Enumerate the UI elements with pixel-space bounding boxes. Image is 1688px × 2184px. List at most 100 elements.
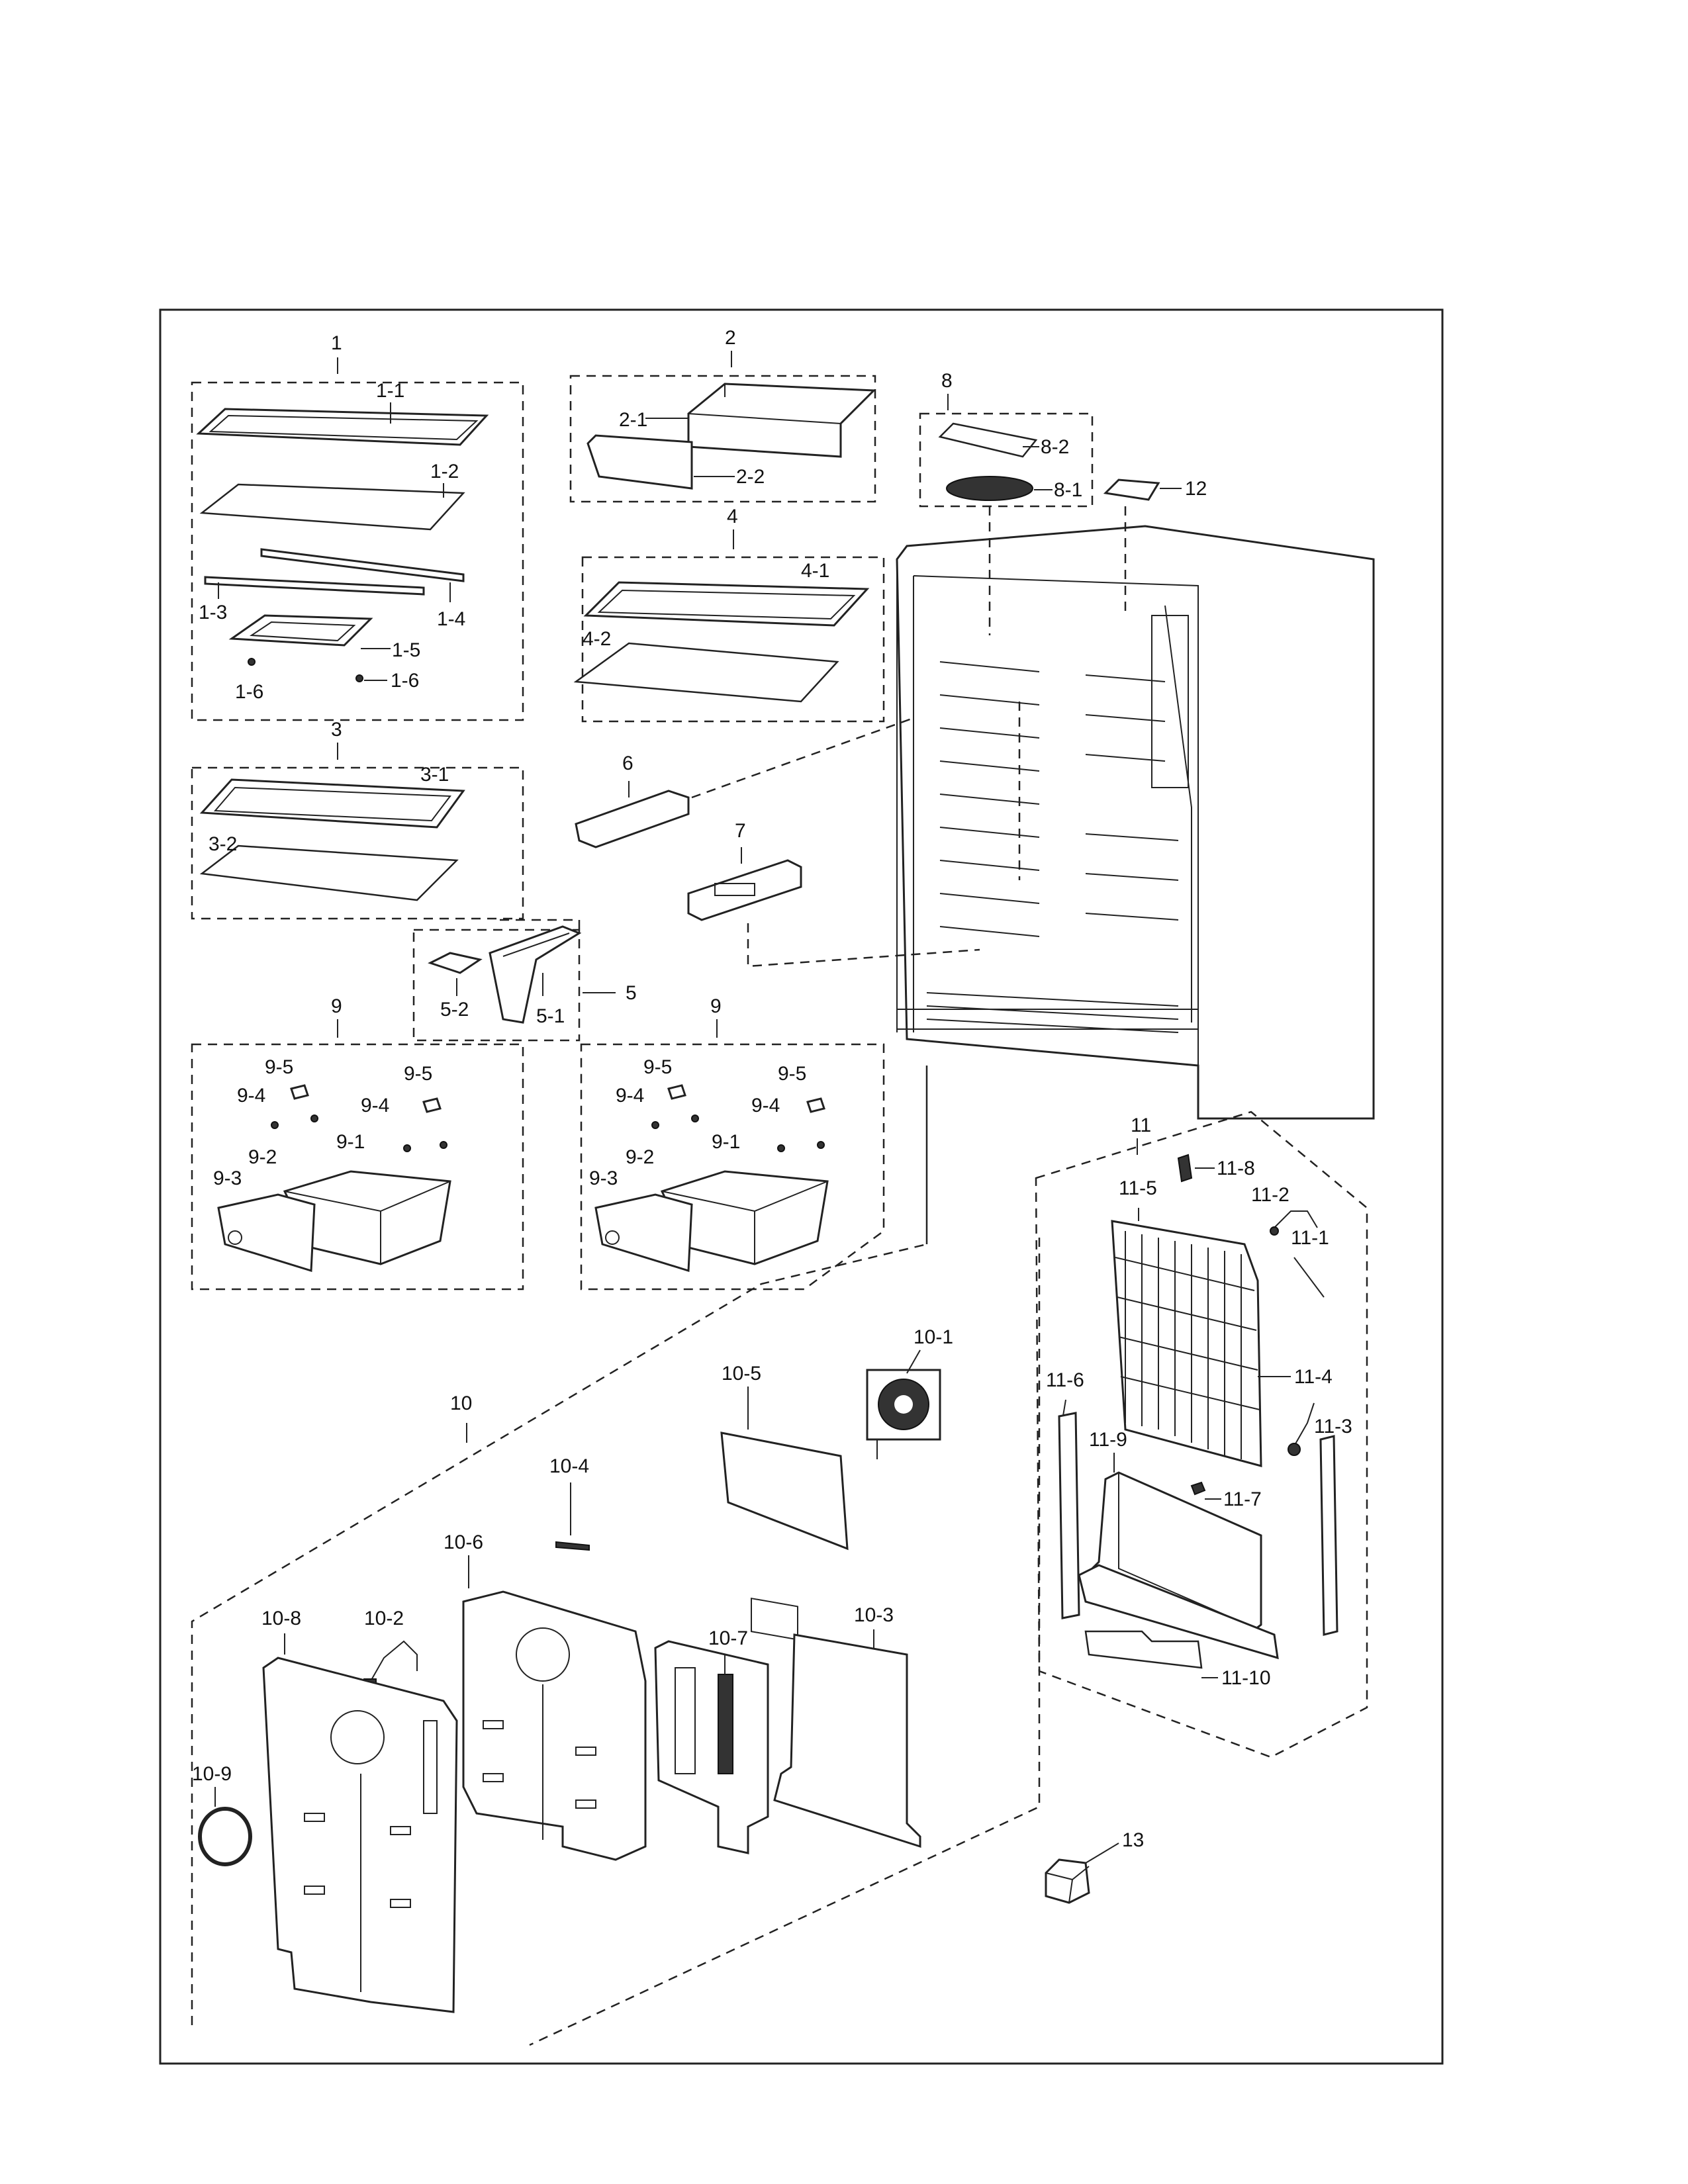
cover-5-2 bbox=[428, 952, 483, 974]
callout-10-7: 10-7 bbox=[708, 1627, 748, 1649]
wire-harness-10-2 bbox=[370, 1640, 418, 1682]
callout-5-2: 5-2 bbox=[440, 999, 469, 1021]
callout-5-1: 5-1 bbox=[536, 1005, 565, 1027]
callout-9-4-b-left: 9-4 bbox=[361, 1095, 389, 1116]
sensor-11-2 bbox=[1274, 1210, 1318, 1228]
callout-9-5-b-right: 9-5 bbox=[778, 1063, 806, 1085]
callout-1-5: 1-5 bbox=[392, 639, 420, 661]
callout-10-8: 10-8 bbox=[261, 1608, 301, 1629]
drawer-front-2-2 bbox=[586, 434, 693, 490]
fuse-11-3 bbox=[1293, 1402, 1315, 1447]
shelf-glass-3-2 bbox=[199, 844, 459, 901]
group-9-drawer-left: 9 9-5 9-4 9-5 9-4 9-2 9-1 9-3 bbox=[191, 995, 524, 1291]
callout-8: 8 bbox=[941, 370, 953, 392]
callout-2-1: 2-1 bbox=[619, 409, 647, 431]
part-13-cap: 13 bbox=[1045, 1829, 1144, 1904]
callout-10-4: 10-4 bbox=[549, 1455, 589, 1477]
callout-1-6-right: 1-6 bbox=[391, 670, 419, 692]
part-6-cover: 6 bbox=[575, 752, 690, 848]
shelf-frame-4-1 bbox=[583, 581, 870, 627]
shelf-glass-1-2 bbox=[199, 483, 465, 531]
callout-11-4: 11-4 bbox=[1294, 1366, 1333, 1388]
clip-11-7 bbox=[1190, 1481, 1206, 1496]
callout-12: 12 bbox=[1185, 478, 1207, 500]
callout-11-10: 11-10 bbox=[1221, 1667, 1271, 1689]
callout-10-3: 10-3 bbox=[854, 1604, 894, 1626]
shelf-frame-3-1 bbox=[199, 778, 465, 829]
callout-10-2: 10-2 bbox=[364, 1608, 404, 1629]
shelf-bracket-1-5 bbox=[228, 614, 373, 647]
bracket-5-1 bbox=[489, 925, 582, 1024]
group-10-evaporator-cover-assembly: 10 10-1 10-5 10-4 10-6 bbox=[191, 1066, 1041, 2046]
callout-11-1: 11-1 bbox=[1291, 1227, 1329, 1249]
callout-9-1-left: 9-1 bbox=[336, 1131, 365, 1153]
callout-3-2: 3-2 bbox=[209, 833, 237, 855]
cover-plate-10-5 bbox=[720, 1432, 849, 1551]
callout-10-5: 10-5 bbox=[722, 1363, 761, 1385]
callout-9-4-a-right: 9-4 bbox=[616, 1085, 644, 1107]
callout-9-5-a-right: 9-5 bbox=[643, 1056, 672, 1078]
callout-10: 10 bbox=[450, 1392, 472, 1414]
callout-13: 13 bbox=[1122, 1829, 1144, 1851]
callout-9-4-b-right: 9-4 bbox=[751, 1095, 780, 1116]
ring-gasket-10-9 bbox=[198, 1807, 252, 1866]
lamp-cover-8-1 bbox=[946, 476, 1033, 501]
callout-7: 7 bbox=[735, 820, 746, 842]
callout-9-5-a-left: 9-5 bbox=[265, 1056, 293, 1078]
group-5-bracket-assembly: 5-2 5-1 5 bbox=[412, 919, 637, 1042]
callout-8-2: 8-2 bbox=[1041, 436, 1069, 458]
group-4-shelf: 4 4-1 4-2 bbox=[573, 506, 885, 723]
clip-11-8 bbox=[1177, 1154, 1193, 1183]
evaporator-coil-11-4 bbox=[1111, 1220, 1262, 1467]
diagram-frame bbox=[159, 308, 1444, 2065]
callout-1-6-left: 1-6 bbox=[235, 681, 263, 703]
heater-rod-11-1 bbox=[1293, 1257, 1325, 1298]
callout-4-1: 4-1 bbox=[801, 560, 829, 582]
drain-tray-11-9 bbox=[1078, 1471, 1279, 1660]
callout-1-2: 1-2 bbox=[430, 461, 459, 482]
shelf-frame-1-1 bbox=[196, 408, 489, 446]
group-11-evaporator-assembly: 11 11-4 11-5 11-8 11-2 11-1 11 bbox=[1035, 1111, 1368, 1758]
insulation-11-10 bbox=[1084, 1630, 1203, 1669]
shelf-rail-1-4 bbox=[260, 548, 465, 582]
drawer-front-9-2-left bbox=[217, 1193, 316, 1273]
group-3-shelf: 3 3-1 3-2 bbox=[191, 719, 524, 920]
callout-2-2: 2-2 bbox=[736, 466, 765, 488]
callout-11-2: 11-2 bbox=[1251, 1184, 1289, 1206]
callout-10-9: 10-9 bbox=[192, 1763, 232, 1785]
callout-9-3-right: 9-3 bbox=[589, 1167, 618, 1189]
callout-5: 5 bbox=[626, 982, 637, 1004]
callout-9-4-a-left: 9-4 bbox=[237, 1085, 265, 1107]
refrigerator-cabinet bbox=[896, 525, 1375, 1120]
fan-motor-10-1 bbox=[866, 1369, 941, 1459]
callout-2: 2 bbox=[725, 327, 736, 349]
callout-9-5-b-left: 9-5 bbox=[404, 1063, 432, 1085]
callout-11-9: 11-9 bbox=[1089, 1429, 1127, 1451]
callout-4-2: 4-2 bbox=[583, 628, 611, 650]
callout-4: 4 bbox=[727, 506, 738, 527]
callout-9-2-right: 9-2 bbox=[626, 1146, 654, 1168]
callout-9-right: 9 bbox=[710, 995, 722, 1017]
lamp-lens-8-2 bbox=[938, 422, 1038, 458]
callout-9-left: 9 bbox=[331, 995, 342, 1017]
screw-1-6-right bbox=[355, 674, 363, 682]
callout-9-3-left: 9-3 bbox=[213, 1167, 242, 1189]
guide-lines bbox=[691, 506, 1127, 968]
callout-1-1: 1-1 bbox=[376, 380, 404, 402]
part-7-cover: 7 bbox=[687, 820, 802, 921]
callout-10-1: 10-1 bbox=[914, 1326, 953, 1348]
callout-11: 11 bbox=[1131, 1115, 1151, 1136]
group-8-lamp-cover: 8 8-2 8-1 bbox=[919, 370, 1094, 508]
insulation-10-7 bbox=[654, 1640, 769, 1854]
callout-1-4: 1-4 bbox=[437, 608, 465, 630]
callout-3: 3 bbox=[331, 719, 342, 741]
callout-6: 6 bbox=[622, 752, 633, 774]
callout-11-7: 11-7 bbox=[1223, 1488, 1262, 1510]
inner-cover-10-6 bbox=[462, 1590, 647, 1861]
callout-11-6: 11-6 bbox=[1046, 1369, 1084, 1391]
front-cover-10-8 bbox=[262, 1657, 458, 2013]
callout-11-5: 11-5 bbox=[1119, 1177, 1157, 1199]
callout-11-8: 11-8 bbox=[1217, 1158, 1255, 1179]
part-12: 12 bbox=[1103, 478, 1207, 501]
